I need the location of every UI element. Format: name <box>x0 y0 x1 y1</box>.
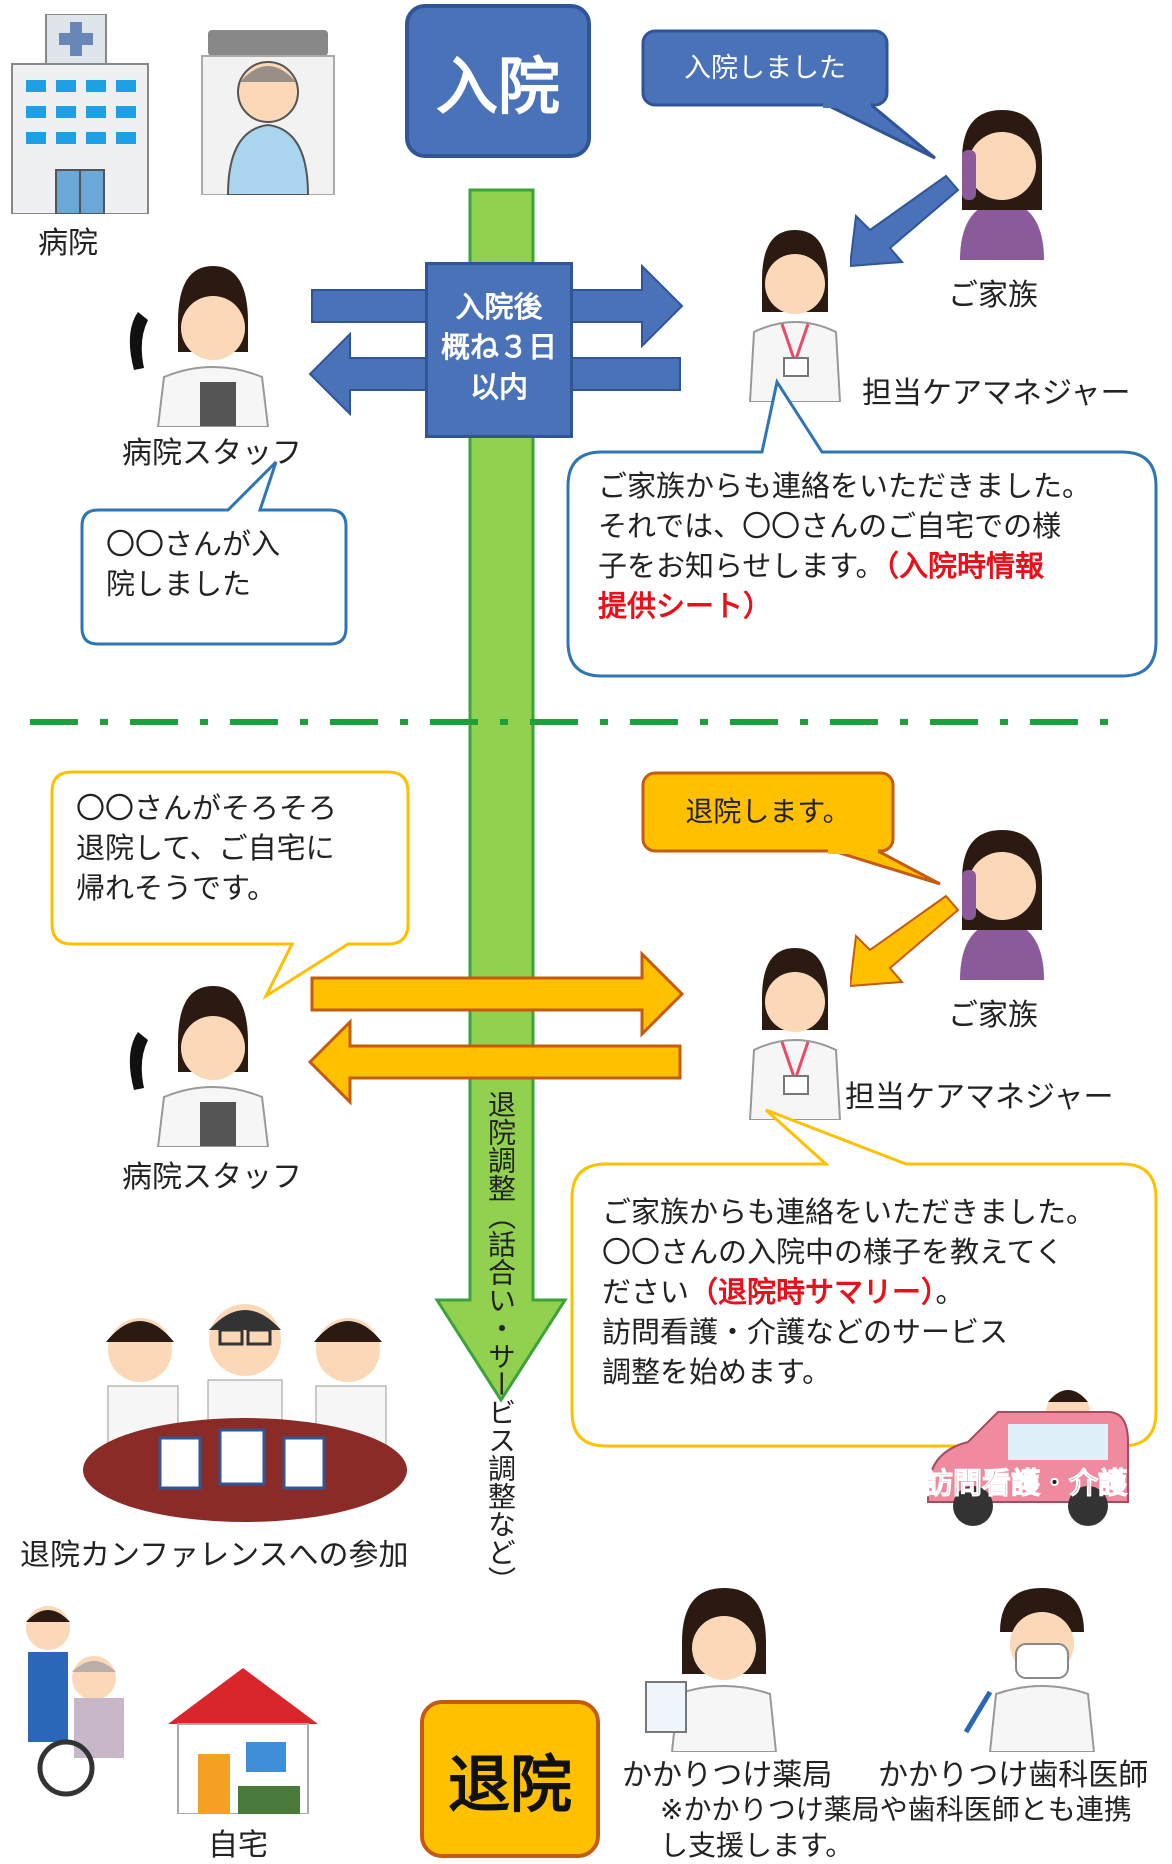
discharge-cm-label: 担当ケアマネジャー <box>845 1080 1114 1115</box>
hospital-label: 病院 <box>38 226 98 261</box>
hospital-icon <box>10 13 150 215</box>
discharge-cm-bubble: ご家族からも連絡をいただきました。 〇〇さんの入院中の様子を教えてく ださい（退… <box>566 1106 1162 1452</box>
admission-call-bubble: 入院しました <box>640 28 936 160</box>
admission-cm-bubble: ご家族からも連絡をいただきました。 それでは、〇〇さんのご自宅での様 子をお知ら… <box>562 372 1162 680</box>
discharge-adjustment-label: 退院調整（話合い・サービス調整など） <box>484 1090 517 1594</box>
dentist-illustration <box>960 1582 1110 1753</box>
conference-illustration <box>80 1290 410 1530</box>
discharge-staff-bubble: 〇〇さんがそろそろ 退院して、ご自宅に 帰れそうです。 <box>48 768 413 1000</box>
admission-family-label: ご家族 <box>948 278 1038 313</box>
discharge-exchange-arrows <box>307 950 685 1106</box>
discharge-staff-illustration <box>118 972 288 1148</box>
conference-label: 退院カンファレンスへの参加 <box>20 1538 409 1573</box>
discharge-cm-illustration <box>740 930 850 1121</box>
discharge-family-illustration <box>940 820 1065 980</box>
family-to-cm-arrow <box>850 174 960 268</box>
admission-cm-label: 担当ケアマネジャー <box>862 376 1131 411</box>
admission-title-box: 入院 <box>405 4 591 158</box>
cooperation-note: ※かかりつけ薬局や歯科医師とも連携 し支援します。 <box>660 1793 1132 1862</box>
home-illustration <box>158 1664 328 1815</box>
family-on-phone-illustration <box>940 100 1065 260</box>
discharge-title: 退院 <box>447 1748 572 1821</box>
home-label: 自宅 <box>208 1828 268 1863</box>
discharge-call-bubble: 退院します。 <box>640 770 960 890</box>
admission-staff-bubble: 〇〇さんが入 院しました <box>78 458 350 648</box>
discharge-staff-label: 病院スタッフ <box>122 1160 302 1195</box>
pharmacy-label: かかりつけ薬局 <box>622 1758 833 1793</box>
patient-in-bed-illustration <box>198 20 338 196</box>
discharge-family-to-cm-arrow <box>850 894 960 988</box>
dentist-label: かかりつけ歯科医師 <box>878 1758 1149 1793</box>
visit-label: 訪問看護・介護 <box>923 1466 1128 1501</box>
caregiver-wheelchair-illustration <box>6 1598 136 1798</box>
discharge-title-box: 退院 <box>420 1700 600 1858</box>
hospital-staff-illustration <box>118 252 288 428</box>
care-manager-illustration <box>740 212 850 403</box>
pharmacist-illustration <box>642 1582 792 1753</box>
admission-timing-box: 入院後 概ね３日 以内 <box>425 262 573 438</box>
admission-title: 入院 <box>435 50 560 123</box>
visit-car-illustration <box>918 1372 1138 1542</box>
discharge-family-label: ご家族 <box>948 998 1038 1033</box>
